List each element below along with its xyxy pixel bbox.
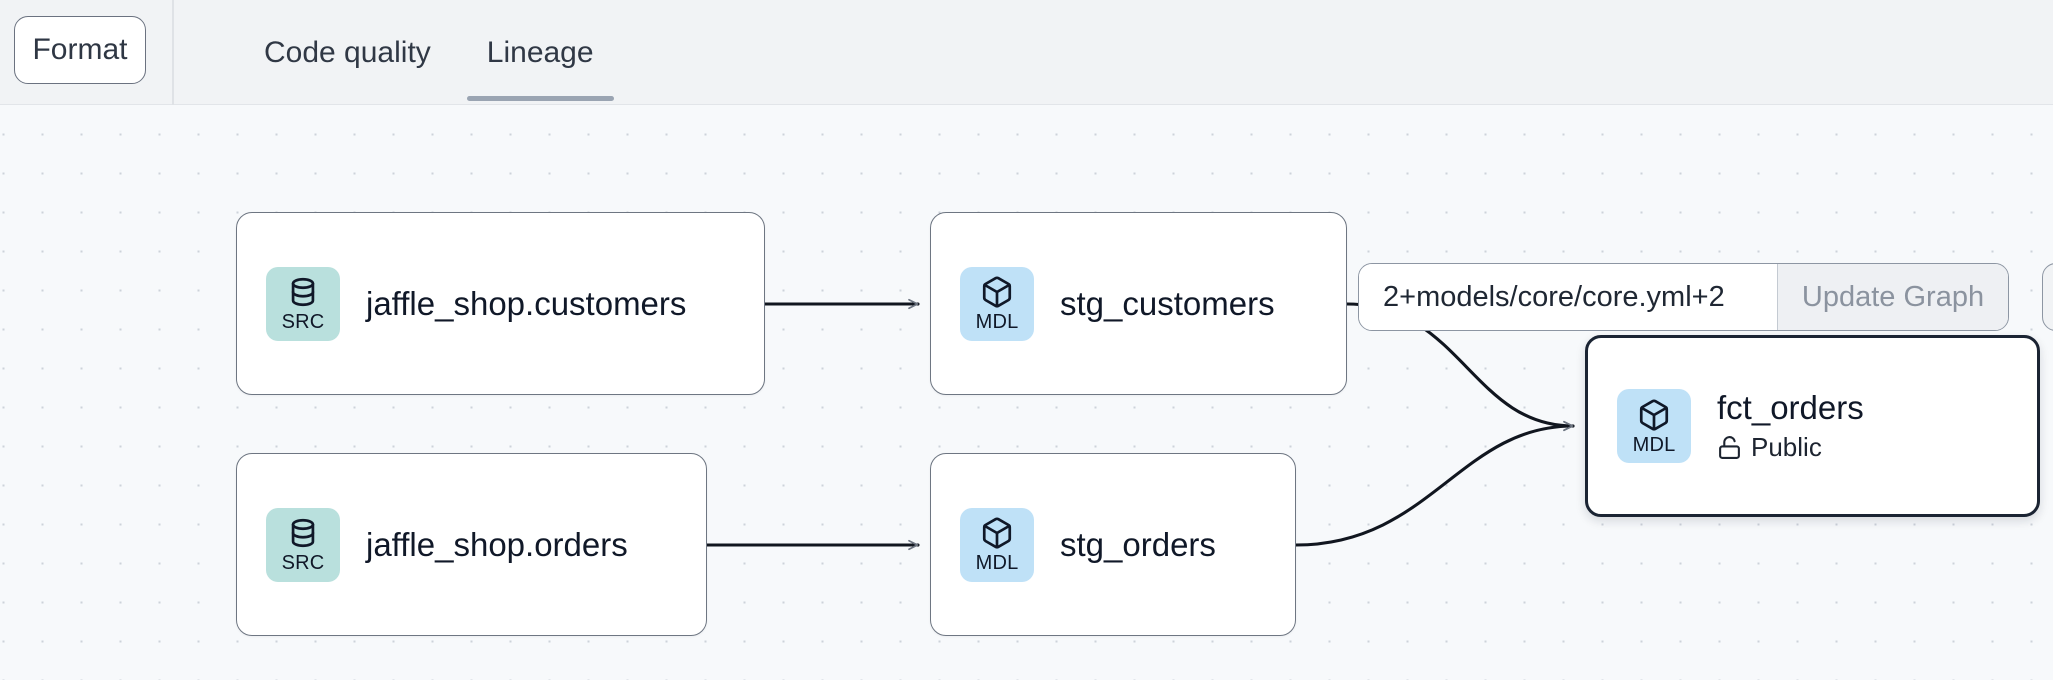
node-type-badge-src: SRC bbox=[266, 266, 340, 341]
tab-lineage[interactable]: Lineage bbox=[459, 0, 622, 105]
database-icon bbox=[286, 275, 320, 309]
node-title: stg_customers bbox=[1060, 284, 1275, 322]
graph-selector-control: Update Graph bbox=[1358, 263, 2009, 331]
node-access-badge: Public bbox=[1717, 432, 1864, 463]
lineage-node-jaffle-shop-orders[interactable]: SRC jaffle_shop.orders bbox=[236, 453, 707, 636]
cube-icon bbox=[980, 275, 1014, 309]
node-type-badge-src: SRC bbox=[266, 507, 340, 582]
node-type-badge-label: MDL bbox=[1632, 433, 1676, 456]
node-title: stg_orders bbox=[1060, 525, 1216, 563]
lineage-node-stg-customers[interactable]: MDL stg_customers bbox=[930, 212, 1347, 395]
node-body: jaffle_shop.customers bbox=[366, 285, 686, 323]
node-type-badge-label: SRC bbox=[281, 552, 325, 574]
node-title: jaffle_shop.orders bbox=[366, 525, 628, 563]
node-body: stg_orders bbox=[1060, 526, 1216, 564]
header-divider bbox=[172, 0, 174, 105]
graph-selector-input[interactable] bbox=[1359, 264, 1777, 330]
cube-icon bbox=[980, 516, 1014, 550]
node-body: jaffle_shop.orders bbox=[366, 526, 628, 564]
tab-label: Code quality bbox=[264, 35, 431, 69]
tab-code-quality[interactable]: Code quality bbox=[236, 0, 459, 105]
tab-active-underline bbox=[466, 96, 614, 101]
node-title: fct_orders bbox=[1717, 389, 1864, 427]
node-type-badge-label: SRC bbox=[281, 311, 325, 333]
graph-toolbar-control-partial[interactable] bbox=[2042, 263, 2053, 331]
format-button[interactable]: Format bbox=[14, 16, 146, 84]
node-type-badge-label: MDL bbox=[975, 552, 1019, 574]
lineage-edge-stg-orders-to-fct-orders bbox=[1294, 420, 1575, 547]
tab-active-underline bbox=[244, 96, 451, 101]
cube-icon bbox=[1637, 398, 1671, 432]
node-access-label: Public bbox=[1751, 431, 1822, 462]
node-type-badge-label: MDL bbox=[975, 311, 1019, 333]
update-graph-button[interactable]: Update Graph bbox=[1777, 264, 2008, 330]
database-icon bbox=[286, 516, 320, 550]
node-body: stg_customers bbox=[1060, 285, 1275, 323]
editor-header: Format Code quality Lineage bbox=[0, 0, 2053, 105]
lineage-node-stg-orders[interactable]: MDL stg_orders bbox=[930, 453, 1296, 636]
node-title: jaffle_shop.customers bbox=[366, 284, 687, 322]
node-type-badge-mdl: MDL bbox=[960, 266, 1034, 341]
tab-bar: Code quality Lineage bbox=[236, 0, 622, 105]
lineage-node-jaffle-shop-customers[interactable]: SRC jaffle_shop.customers bbox=[236, 212, 765, 395]
node-type-badge-mdl: MDL bbox=[1617, 389, 1691, 463]
unlock-icon bbox=[1717, 435, 1742, 460]
node-type-badge-mdl: MDL bbox=[960, 507, 1034, 582]
tab-label: Lineage bbox=[486, 35, 594, 69]
